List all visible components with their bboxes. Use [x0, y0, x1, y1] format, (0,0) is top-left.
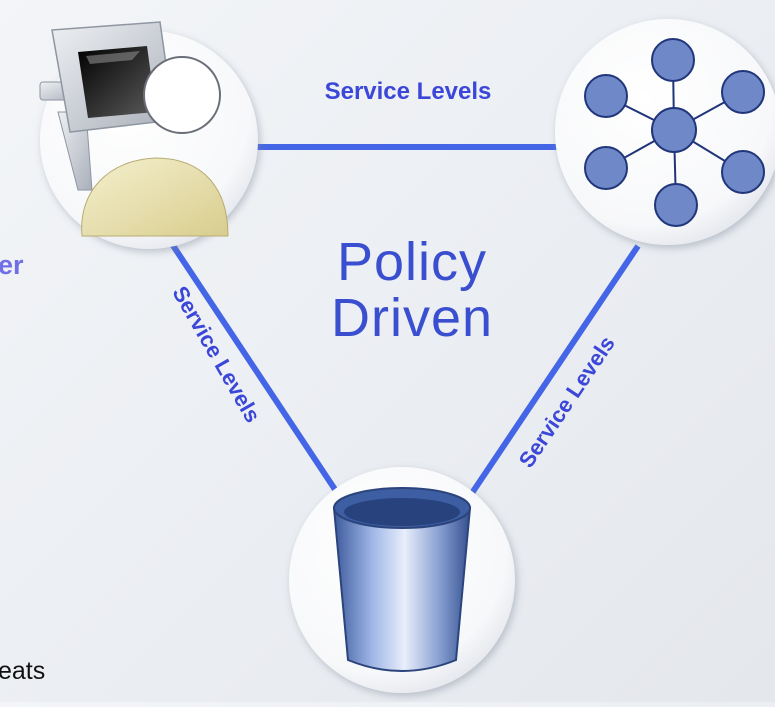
edge-label-top: Service Levels: [325, 78, 492, 105]
network-hub-icon: [584, 38, 765, 227]
network-node: [555, 19, 775, 245]
center-label-line2: Driven: [330, 288, 494, 348]
partial-bottom-text: eats: [0, 657, 46, 685]
partial-left-text: er: [0, 250, 24, 280]
storage-node: [289, 467, 515, 693]
user-computer-icon: [39, 21, 229, 237]
edge-right: [467, 244, 641, 498]
edge-label-left: Service Levels: [167, 282, 265, 427]
center-label: Policy Driven: [268, 234, 556, 346]
storage-cylinder-icon: [332, 487, 472, 672]
center-label-line1: Policy: [336, 232, 488, 292]
edge-left: [165, 236, 341, 496]
user-computer-node: [39, 21, 258, 249]
